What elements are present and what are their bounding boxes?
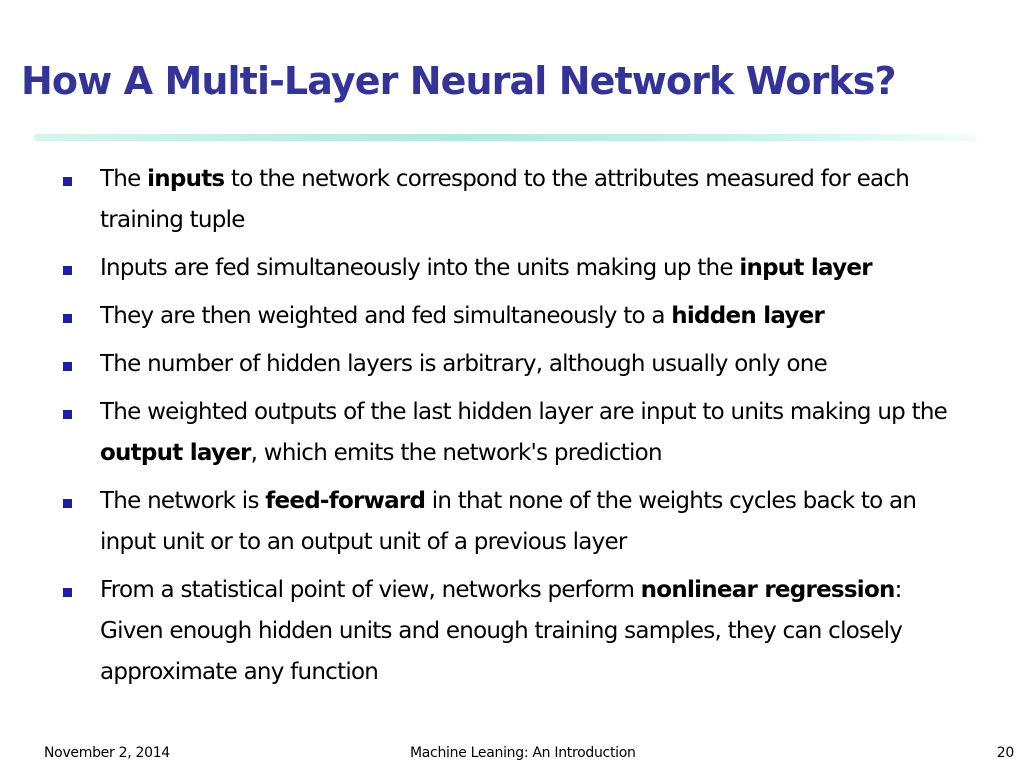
bullet-text: They are then weighted and fed simultane… — [100, 303, 672, 329]
bullet-text: to the network correspond to the attribu… — [100, 166, 910, 233]
bullet-bold-text: input layer — [739, 255, 872, 281]
square-bullet-icon — [63, 177, 72, 186]
square-bullet-icon — [63, 266, 72, 275]
footer-title: Machine Leaning: An Introduction — [410, 745, 636, 761]
bullet-bold-text: hidden layer — [671, 303, 825, 329]
title-divider — [34, 134, 977, 141]
bullet-text: Inputs are fed simultaneously into the u… — [100, 255, 740, 281]
bullet-text: The number of hidden layers is arbitrary… — [100, 351, 828, 377]
bullet-item: From a statistical point of view, networ… — [0, 570, 1024, 693]
square-bullet-icon — [63, 362, 72, 371]
square-bullet-icon — [63, 410, 72, 419]
bullet-text: in that none of the weights cycles back … — [100, 488, 917, 555]
bullet-item: The weighted outputs of the last hidden … — [0, 392, 1024, 474]
bullet-item: They are then weighted and fed simultane… — [0, 296, 1024, 337]
bullet-bold-text: inputs — [147, 166, 225, 192]
footer-date: November 2, 2014 — [44, 745, 170, 761]
bullet-item: The inputs to the network correspond to … — [0, 159, 1024, 241]
bullet-bold-text: output layer — [100, 440, 251, 466]
page-number: 20 — [996, 745, 1015, 761]
bullet-bold-text: nonlinear regression — [640, 577, 896, 603]
bullet-text: The — [100, 166, 148, 192]
square-bullet-icon — [63, 499, 72, 508]
bullet-text: The weighted outputs of the last hidden … — [100, 399, 948, 425]
square-bullet-icon — [63, 588, 72, 597]
square-bullet-icon — [63, 314, 72, 323]
bullet-bold-text: feed-forward — [265, 488, 426, 514]
bullet-text: , which emits the network's prediction — [250, 440, 663, 466]
bullet-text: : Given enough hidden units and enough t… — [100, 577, 903, 685]
bullet-item: Inputs are fed simultaneously into the u… — [0, 248, 1024, 289]
bullet-list: The inputs to the network correspond to … — [0, 159, 1024, 700]
bullet-item: The number of hidden layers is arbitrary… — [0, 344, 1024, 385]
bullet-item: The network is feed-forward in that none… — [0, 481, 1024, 563]
bullet-text: The network is — [100, 488, 266, 514]
slide-title: How A Multi-Layer Neural Network Works? — [21, 59, 897, 103]
bullet-text: From a statistical point of view, networ… — [100, 577, 641, 603]
